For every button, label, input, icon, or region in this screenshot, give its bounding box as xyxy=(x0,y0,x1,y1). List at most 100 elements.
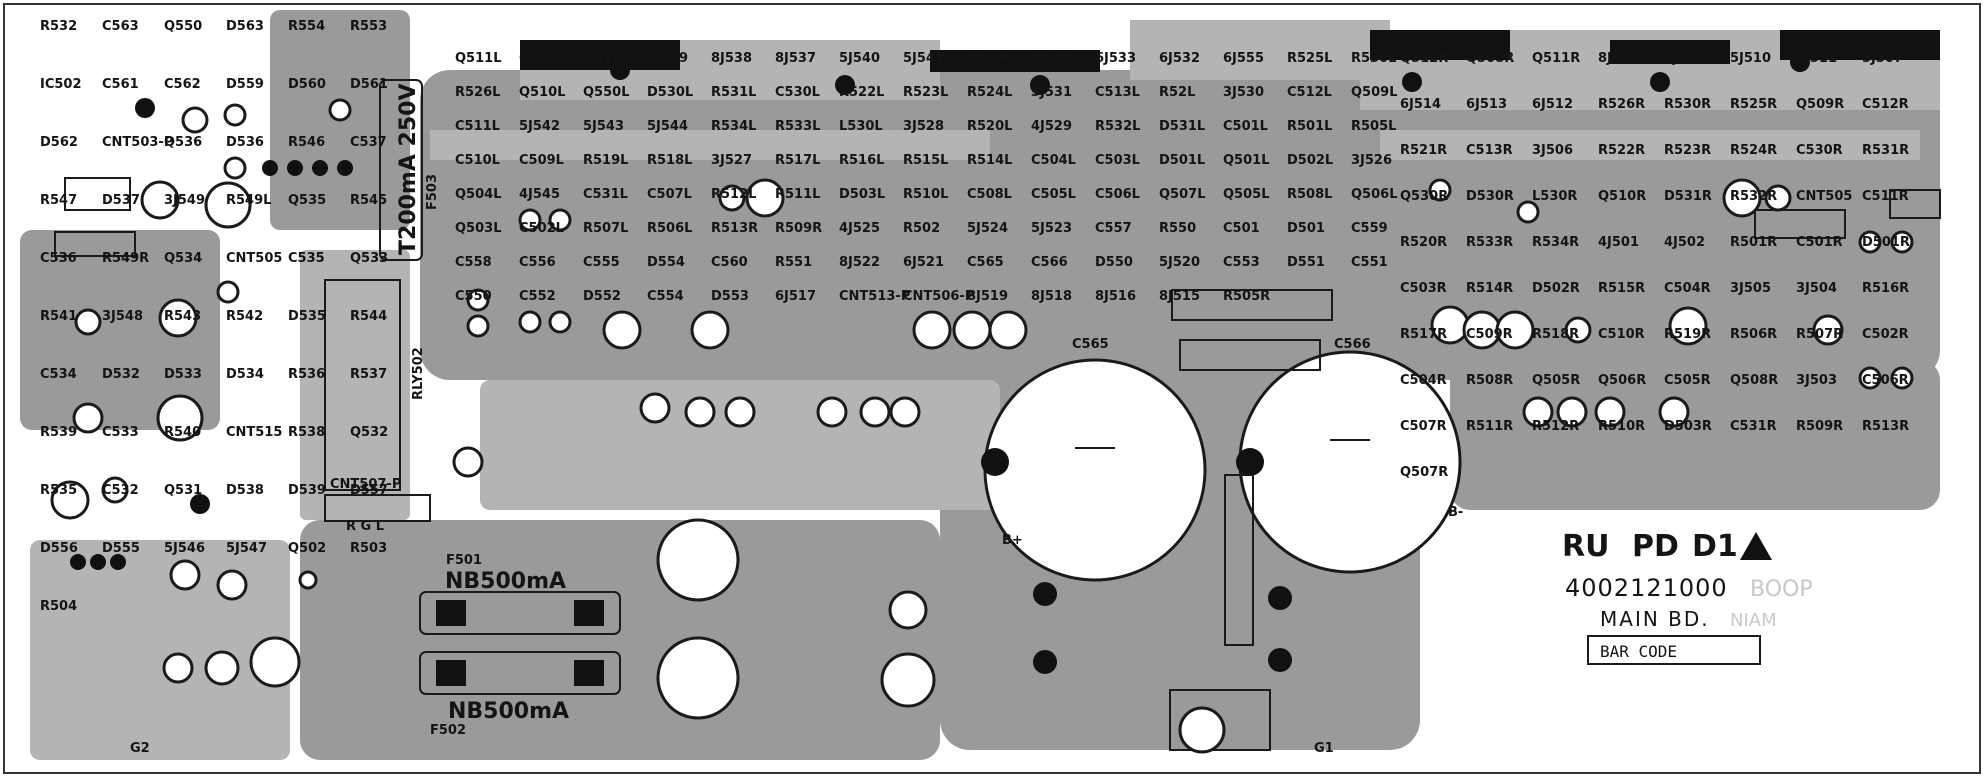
component-ref-label: 5J543 xyxy=(583,119,624,134)
component-ref-label: R505R xyxy=(1223,289,1270,304)
component-ref-label: R546 xyxy=(288,135,325,150)
component-ref-label: R537 xyxy=(350,367,387,382)
component-ref-label: L530L xyxy=(839,119,883,134)
component-ref-label: R514L xyxy=(967,153,1012,168)
component-ref-label: 5J542 xyxy=(519,119,560,134)
component-ref-label: Q511R xyxy=(1532,51,1580,66)
component-ref-label: 6J533 xyxy=(1095,51,1136,66)
barcode-box xyxy=(1587,635,1761,665)
component-ref-label: C537 xyxy=(350,135,387,150)
component-ref-label: D553 xyxy=(711,289,749,304)
component-ref-label: 5J523 xyxy=(1031,221,1072,236)
component-ref-label: C558 xyxy=(455,255,492,270)
component-ref-label: 3J526 xyxy=(1351,153,1392,168)
fuse-f502 xyxy=(419,651,621,695)
component-ref-label: C511L xyxy=(455,119,500,134)
component-ref-label: C503L xyxy=(1095,153,1140,168)
component-ref-label: R508R xyxy=(1466,373,1513,388)
component-ref-label: 6J512 xyxy=(1532,97,1573,112)
component-ref-label: R518R xyxy=(1532,327,1579,342)
component-ref-label: C565 xyxy=(967,255,1004,270)
component-ref-label: D503L xyxy=(839,187,885,202)
component-ref-label: R515L xyxy=(903,153,948,168)
component-ref-label: C512L xyxy=(1287,85,1332,100)
component-ref-label: C533 xyxy=(102,425,139,440)
component-ref-label: R506L xyxy=(647,221,692,236)
component-ref-label: 6J532 xyxy=(1159,51,1200,66)
component-ref-label: C551 xyxy=(1351,255,1388,270)
component-ref-label: R547 xyxy=(40,193,77,208)
fuse-f503-label: F503 xyxy=(425,174,440,210)
component-ref-label: D560 xyxy=(288,77,326,92)
component-ref-label: CNT513-P xyxy=(839,289,910,304)
component-ref-label: R509R xyxy=(775,221,822,236)
component-ref-label: D530R xyxy=(1466,189,1514,204)
component-ref-label: R533R xyxy=(1466,235,1513,250)
component-ref-label: C530R xyxy=(1796,143,1843,158)
ground-labels: G1 G2 B+ B- xyxy=(130,505,1463,756)
component-ref-label: D531L xyxy=(1159,119,1205,134)
filter-capacitors xyxy=(981,350,1462,582)
component-ref-label: R506R xyxy=(1730,327,1777,342)
component-ref-label: C530L xyxy=(775,85,820,100)
component-ref-label: Q505R xyxy=(1532,373,1580,388)
component-ref-label: 3J504 xyxy=(1796,281,1837,296)
component-ref-label: R549L xyxy=(226,193,271,208)
component-ref-label: D530L xyxy=(647,85,693,100)
component-ref-label: D550 xyxy=(1095,255,1133,270)
component-ref-label: R514R xyxy=(1466,281,1513,296)
component-ref-label: C563 xyxy=(102,19,139,34)
component-ref-label: 8J522 xyxy=(839,255,880,270)
component-ref-label: R513R xyxy=(711,221,758,236)
component-ref-label: Q508R xyxy=(1466,51,1514,66)
component-ref-label: C560 xyxy=(711,255,748,270)
cert-mark-d1: D1 xyxy=(1692,529,1738,564)
component-ref-label: R544 xyxy=(350,309,387,324)
component-ref-label: D502R xyxy=(1532,281,1580,296)
component-ref-label: R502 xyxy=(903,221,940,236)
component-ref-label: D562 xyxy=(40,135,78,150)
component-ref-label: C553 xyxy=(1223,255,1260,270)
component-ref-label: C509R xyxy=(1466,327,1513,342)
component-ref-label: R534R xyxy=(1532,235,1579,250)
component-ref-label: Q510L xyxy=(519,85,565,100)
component-ref-label: 5J510 xyxy=(1730,51,1771,66)
component-ref-label: 6J521 xyxy=(903,255,944,270)
component-ref-label: R519R xyxy=(1664,327,1711,342)
component-ref-label: Q506L xyxy=(1351,187,1397,202)
component-ref-label: R539 xyxy=(40,425,77,440)
component-ref-label: R549R xyxy=(102,251,149,266)
component-ref-label: C504R xyxy=(1664,281,1711,296)
component-ref-label: R521R xyxy=(1400,143,1447,158)
component-ref-label: D554 xyxy=(647,255,685,270)
component-ref-label: 4J502 xyxy=(1664,235,1705,250)
cert-mark-pd: PD xyxy=(1632,529,1679,564)
ground-label-g2: G2 xyxy=(130,741,150,756)
connector-outlines xyxy=(54,177,1941,751)
component-ref-label: C555 xyxy=(583,255,620,270)
component-ref-label: CNT505 xyxy=(1796,189,1852,204)
component-ref-label: R532R xyxy=(1730,189,1777,204)
component-ref-label: R523R xyxy=(1664,143,1711,158)
relay-body xyxy=(324,279,401,491)
board-id-block: RU PD D1 4002121000 BOOP MAIN BD. NIAM B… xyxy=(1562,529,1813,665)
component-ref-label: Q502 xyxy=(288,541,326,556)
component-ref-label: C512R xyxy=(1862,97,1909,112)
cert-mark-ul: RU xyxy=(1562,529,1609,564)
component-ref-label: R523L xyxy=(903,85,948,100)
component-ref-label: CNT503-P xyxy=(102,135,173,150)
fuse-f501 xyxy=(419,591,621,635)
component-ref-label: 5J536 xyxy=(967,51,1008,66)
component-ref-label: C509L xyxy=(519,153,564,168)
component-ref-label: CNT505 xyxy=(226,251,282,266)
component-ref-label: R517R xyxy=(1400,327,1447,342)
component-ref-label: Q510R xyxy=(1598,189,1646,204)
component-ref-label: C510L xyxy=(455,153,500,168)
component-ref-label: R511R xyxy=(1466,419,1513,434)
component-ref-label: 8J508 xyxy=(1598,51,1639,66)
component-ref-label: CNT506-P xyxy=(903,289,974,304)
component-ref-label: C561 xyxy=(102,77,139,92)
component-ref-label: D501R xyxy=(1862,235,1910,250)
component-ref-label: Q531 xyxy=(164,483,202,498)
component-ref-label: R511L xyxy=(775,187,820,202)
